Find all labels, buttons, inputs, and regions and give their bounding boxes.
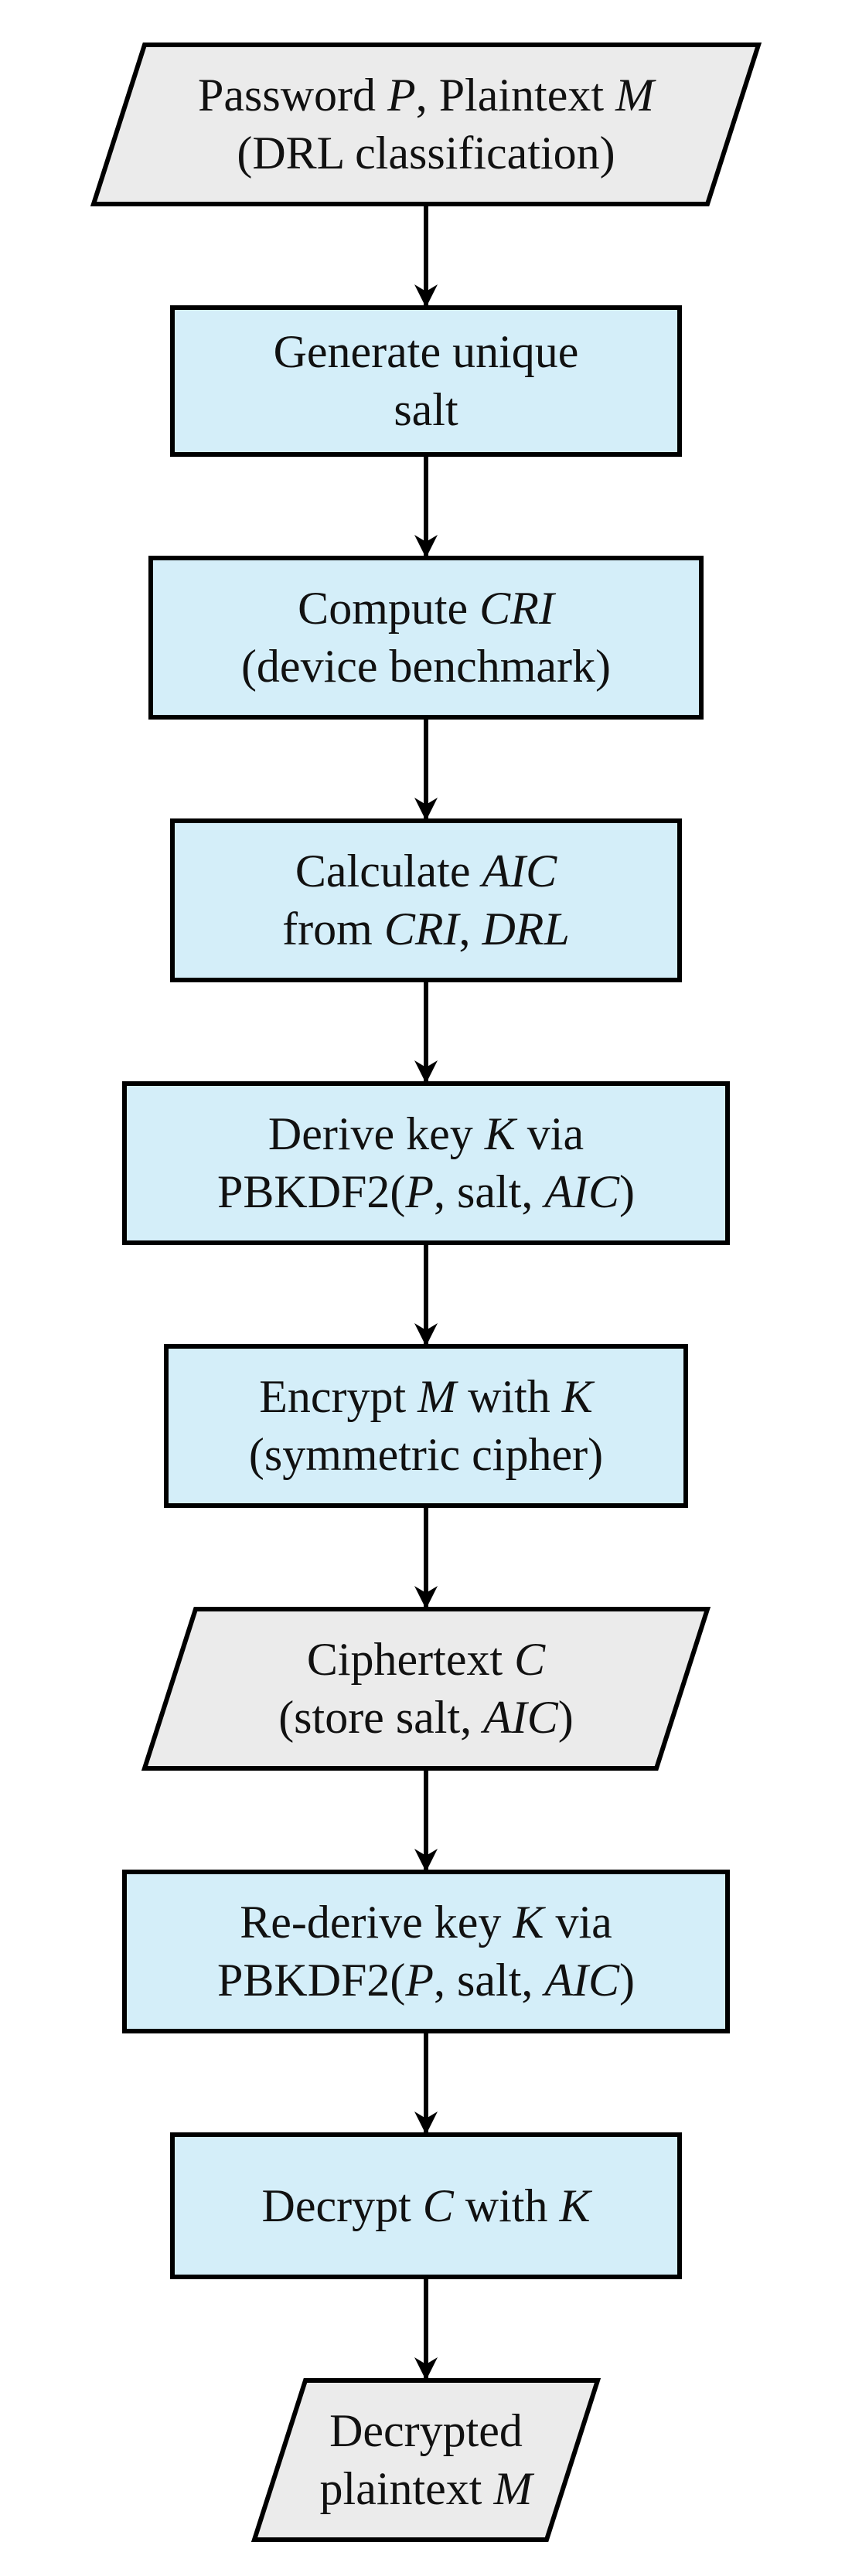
generate-salt-label-line: Generate unique — [274, 323, 579, 381]
encrypt-label: Encrypt M with K(symmetric cipher) — [166, 1346, 686, 1506]
decrypt-label-line: Decrypt C with K — [262, 2177, 591, 2235]
compute-cri-label: Compute CRI(device benchmark) — [151, 558, 701, 717]
generate-salt-process-box — [170, 305, 682, 457]
math-symbol: P — [405, 1955, 435, 2006]
label-text: Ciphertext — [306, 1634, 515, 1685]
label-text: plaintext — [319, 2463, 494, 2514]
calculate-aic-process-box — [170, 818, 682, 982]
ciphertext-label: Ciphertext C(store salt, AIC) — [145, 1609, 707, 1768]
ciphertext-io-shape — [141, 1607, 711, 1771]
rederive-key-label-line: Re-derive key K via — [240, 1894, 612, 1952]
label-text: , salt, — [434, 1166, 545, 1217]
compute-cri-label-line: Compute CRI — [298, 580, 554, 638]
encrypt-label-line: (symmetric cipher) — [249, 1426, 603, 1484]
label-text: with — [453, 2180, 560, 2231]
math-symbol: AIC — [544, 1166, 620, 1217]
input-label: Password P, Plaintext M(DRL classificati… — [94, 45, 758, 204]
label-text: via — [544, 1897, 612, 1948]
calculate-aic-label-line: Calculate AIC — [295, 842, 557, 900]
compute-cri-process-box — [148, 556, 704, 720]
label-text: (device benchmark) — [240, 641, 612, 692]
generate-salt-label-line: salt — [394, 381, 458, 439]
math-symbol: AIC — [544, 1955, 620, 2006]
label-text: Encrypt — [259, 1371, 418, 1422]
label-text: Compute — [298, 583, 480, 634]
label-text: (symmetric cipher) — [248, 1429, 604, 1480]
derive-key-label-line: Derive key K via — [268, 1105, 584, 1163]
label-text: PBKDF2( — [216, 1166, 406, 1217]
label-text: with — [456, 1371, 562, 1422]
rederive-key-process-box — [122, 1870, 730, 2033]
math-symbol: M — [417, 1371, 457, 1422]
generate-salt-label: Generate unique salt — [172, 308, 680, 454]
math-symbol: M — [615, 70, 654, 121]
math-symbol: K — [561, 1371, 593, 1422]
derive-key-process-box — [122, 1081, 730, 1245]
label-text: from — [282, 903, 384, 955]
label-text: , Plaintext — [415, 70, 615, 121]
label-text: Generate unique — [273, 326, 579, 377]
input-label-line: (DRL classification) — [237, 124, 615, 182]
ciphertext-label-line: (store salt, AIC) — [278, 1689, 574, 1747]
label-text: PBKDF2( — [216, 1955, 406, 2006]
math-symbol: K — [513, 1897, 544, 1948]
label-text: salt — [394, 384, 458, 435]
input-io-shape — [90, 43, 762, 206]
label-text: Derive key — [268, 1108, 485, 1159]
label-text: Calculate — [295, 846, 482, 897]
math-symbol: K — [559, 2180, 591, 2231]
math-symbol: C — [514, 1634, 546, 1685]
math-symbol: M — [493, 2463, 533, 2514]
math-symbol: AIC — [482, 846, 557, 897]
decrypt-label: Decrypt C with K — [172, 2135, 680, 2277]
derive-key-label-line: PBKDF2(P, salt, AIC) — [217, 1163, 635, 1221]
label-text: Password — [198, 70, 388, 121]
compute-cri-label-line: (device benchmark) — [241, 638, 611, 696]
output-label-line: plaintext M — [320, 2460, 533, 2518]
input-label-line: Password P, Plaintext M — [198, 66, 654, 124]
calculate-aic-label-line: from CRI, DRL — [282, 900, 570, 958]
math-symbol: AIC — [483, 1692, 558, 1743]
label-text: Decrypted — [329, 2405, 523, 2456]
rederive-key-label-line: PBKDF2(P, salt, AIC) — [217, 1952, 635, 2009]
label-text: ) — [557, 1692, 574, 1743]
label-text: , — [458, 903, 482, 955]
math-symbol: CRI — [479, 583, 554, 634]
math-symbol: P — [405, 1166, 435, 1217]
label-text: via — [515, 1108, 584, 1159]
ciphertext-label-line: Ciphertext C — [307, 1631, 545, 1689]
output-label-line: Decrypted — [329, 2402, 523, 2460]
label-text: Re-derive key — [240, 1897, 513, 1948]
encrypt-process-box — [164, 1344, 688, 1508]
output-io-shape — [250, 2378, 602, 2542]
label-text: ) — [619, 1166, 636, 1217]
decrypt-process-box — [170, 2132, 682, 2279]
label-text: Decrypt — [261, 2180, 423, 2231]
math-symbol: DRL — [482, 903, 570, 955]
label-text: ) — [619, 1955, 636, 2006]
label-text: (store salt, — [278, 1692, 484, 1743]
encrypt-label-line: Encrypt M with K — [259, 1368, 593, 1426]
label-text: (DRL classification) — [237, 128, 615, 179]
math-symbol: C — [422, 2180, 454, 2231]
math-symbol: CRI — [383, 903, 459, 955]
label-text: , salt, — [434, 1955, 545, 2006]
math-symbol: K — [484, 1108, 516, 1159]
math-symbol: P — [387, 70, 416, 121]
